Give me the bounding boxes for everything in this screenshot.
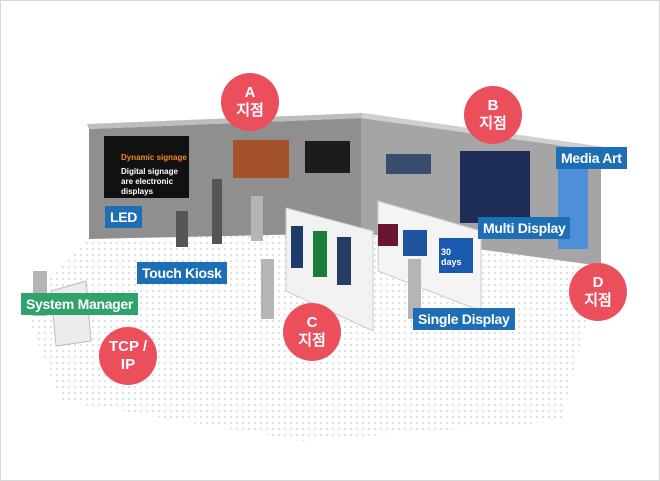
multi-display-wall [460,151,530,223]
pin-b-text: 지점 [479,115,507,132]
pin-b-letter: B [487,97,499,114]
screen-body: Digital signage are electronic displays [121,167,178,196]
pin-tcp-ip[interactable]: TCP /IP [99,327,157,385]
pin-a-text: 지점 [236,102,264,119]
pin-d-text: 지점 [584,292,612,309]
tag-multi-display[interactable]: Multi Display [478,217,571,239]
tag-led[interactable]: LED [105,206,143,228]
pin-c-letter: C [306,314,318,331]
screen-promo: 30 days [441,247,462,267]
kiosk [212,179,222,244]
screen-title: Dynamic signage [121,153,187,162]
tag-single-display[interactable]: Single Display [413,308,515,330]
tag-media-art[interactable]: Media Art [556,147,627,169]
pin-a-letter: A [244,84,256,101]
pin-tcp-line1: TCP / [108,338,148,355]
led-screen [104,136,189,198]
pin-d-letter: D [592,274,604,291]
tag-system-manager[interactable]: System Manager [21,293,139,315]
pin-tcp-line2: IP [120,356,136,373]
pizza-videowall [233,140,289,178]
partition-c [285,207,374,332]
pin-c-text: 지점 [298,332,326,349]
tag-touch-kiosk[interactable]: Touch Kiosk [137,262,227,284]
